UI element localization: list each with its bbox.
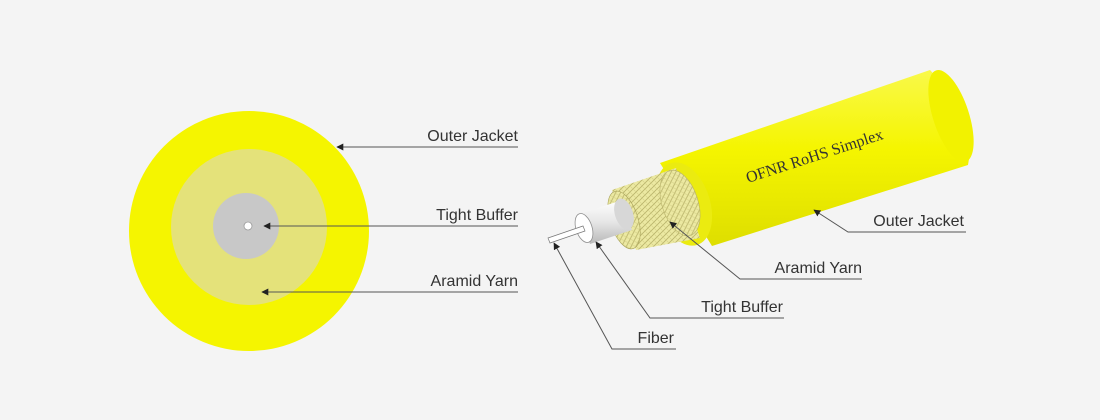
perspective-outer-jacket bbox=[660, 70, 970, 246]
cross-section-fiber bbox=[243, 221, 253, 231]
cross-tight-buffer-label: Tight Buffer bbox=[436, 207, 518, 224]
persp-fiber-leader bbox=[553, 242, 676, 350]
perspective-tight-buffer-base bbox=[614, 198, 634, 230]
perspective-jacket-end bbox=[928, 70, 974, 162]
cross-outer-jacket-label: Outer Jacket bbox=[427, 128, 518, 145]
persp-tight-buffer-label: Tight Buffer bbox=[701, 299, 783, 316]
persp-outer-jacket-leader bbox=[813, 209, 966, 233]
perspective-fiber bbox=[547, 225, 586, 244]
cross-aramid-yarn-label: Aramid Yarn bbox=[431, 273, 518, 290]
persp-aramid-yarn-leader bbox=[669, 221, 862, 280]
persp-fiber-label: Fiber bbox=[638, 330, 675, 347]
cross-section-view: Outer Jacket Tight Buffer Aramid Yarn bbox=[129, 111, 519, 351]
persp-outer-jacket-label: Outer Jacket bbox=[873, 213, 964, 230]
perspective-aramid-yarn-face bbox=[659, 169, 701, 237]
persp-aramid-yarn-label: Aramid Yarn bbox=[775, 260, 862, 277]
persp-tight-buffer-leader bbox=[595, 241, 784, 319]
perspective-view: OFNR RoHS Simplex Outer Jacket Aramid Ya… bbox=[547, 70, 974, 350]
